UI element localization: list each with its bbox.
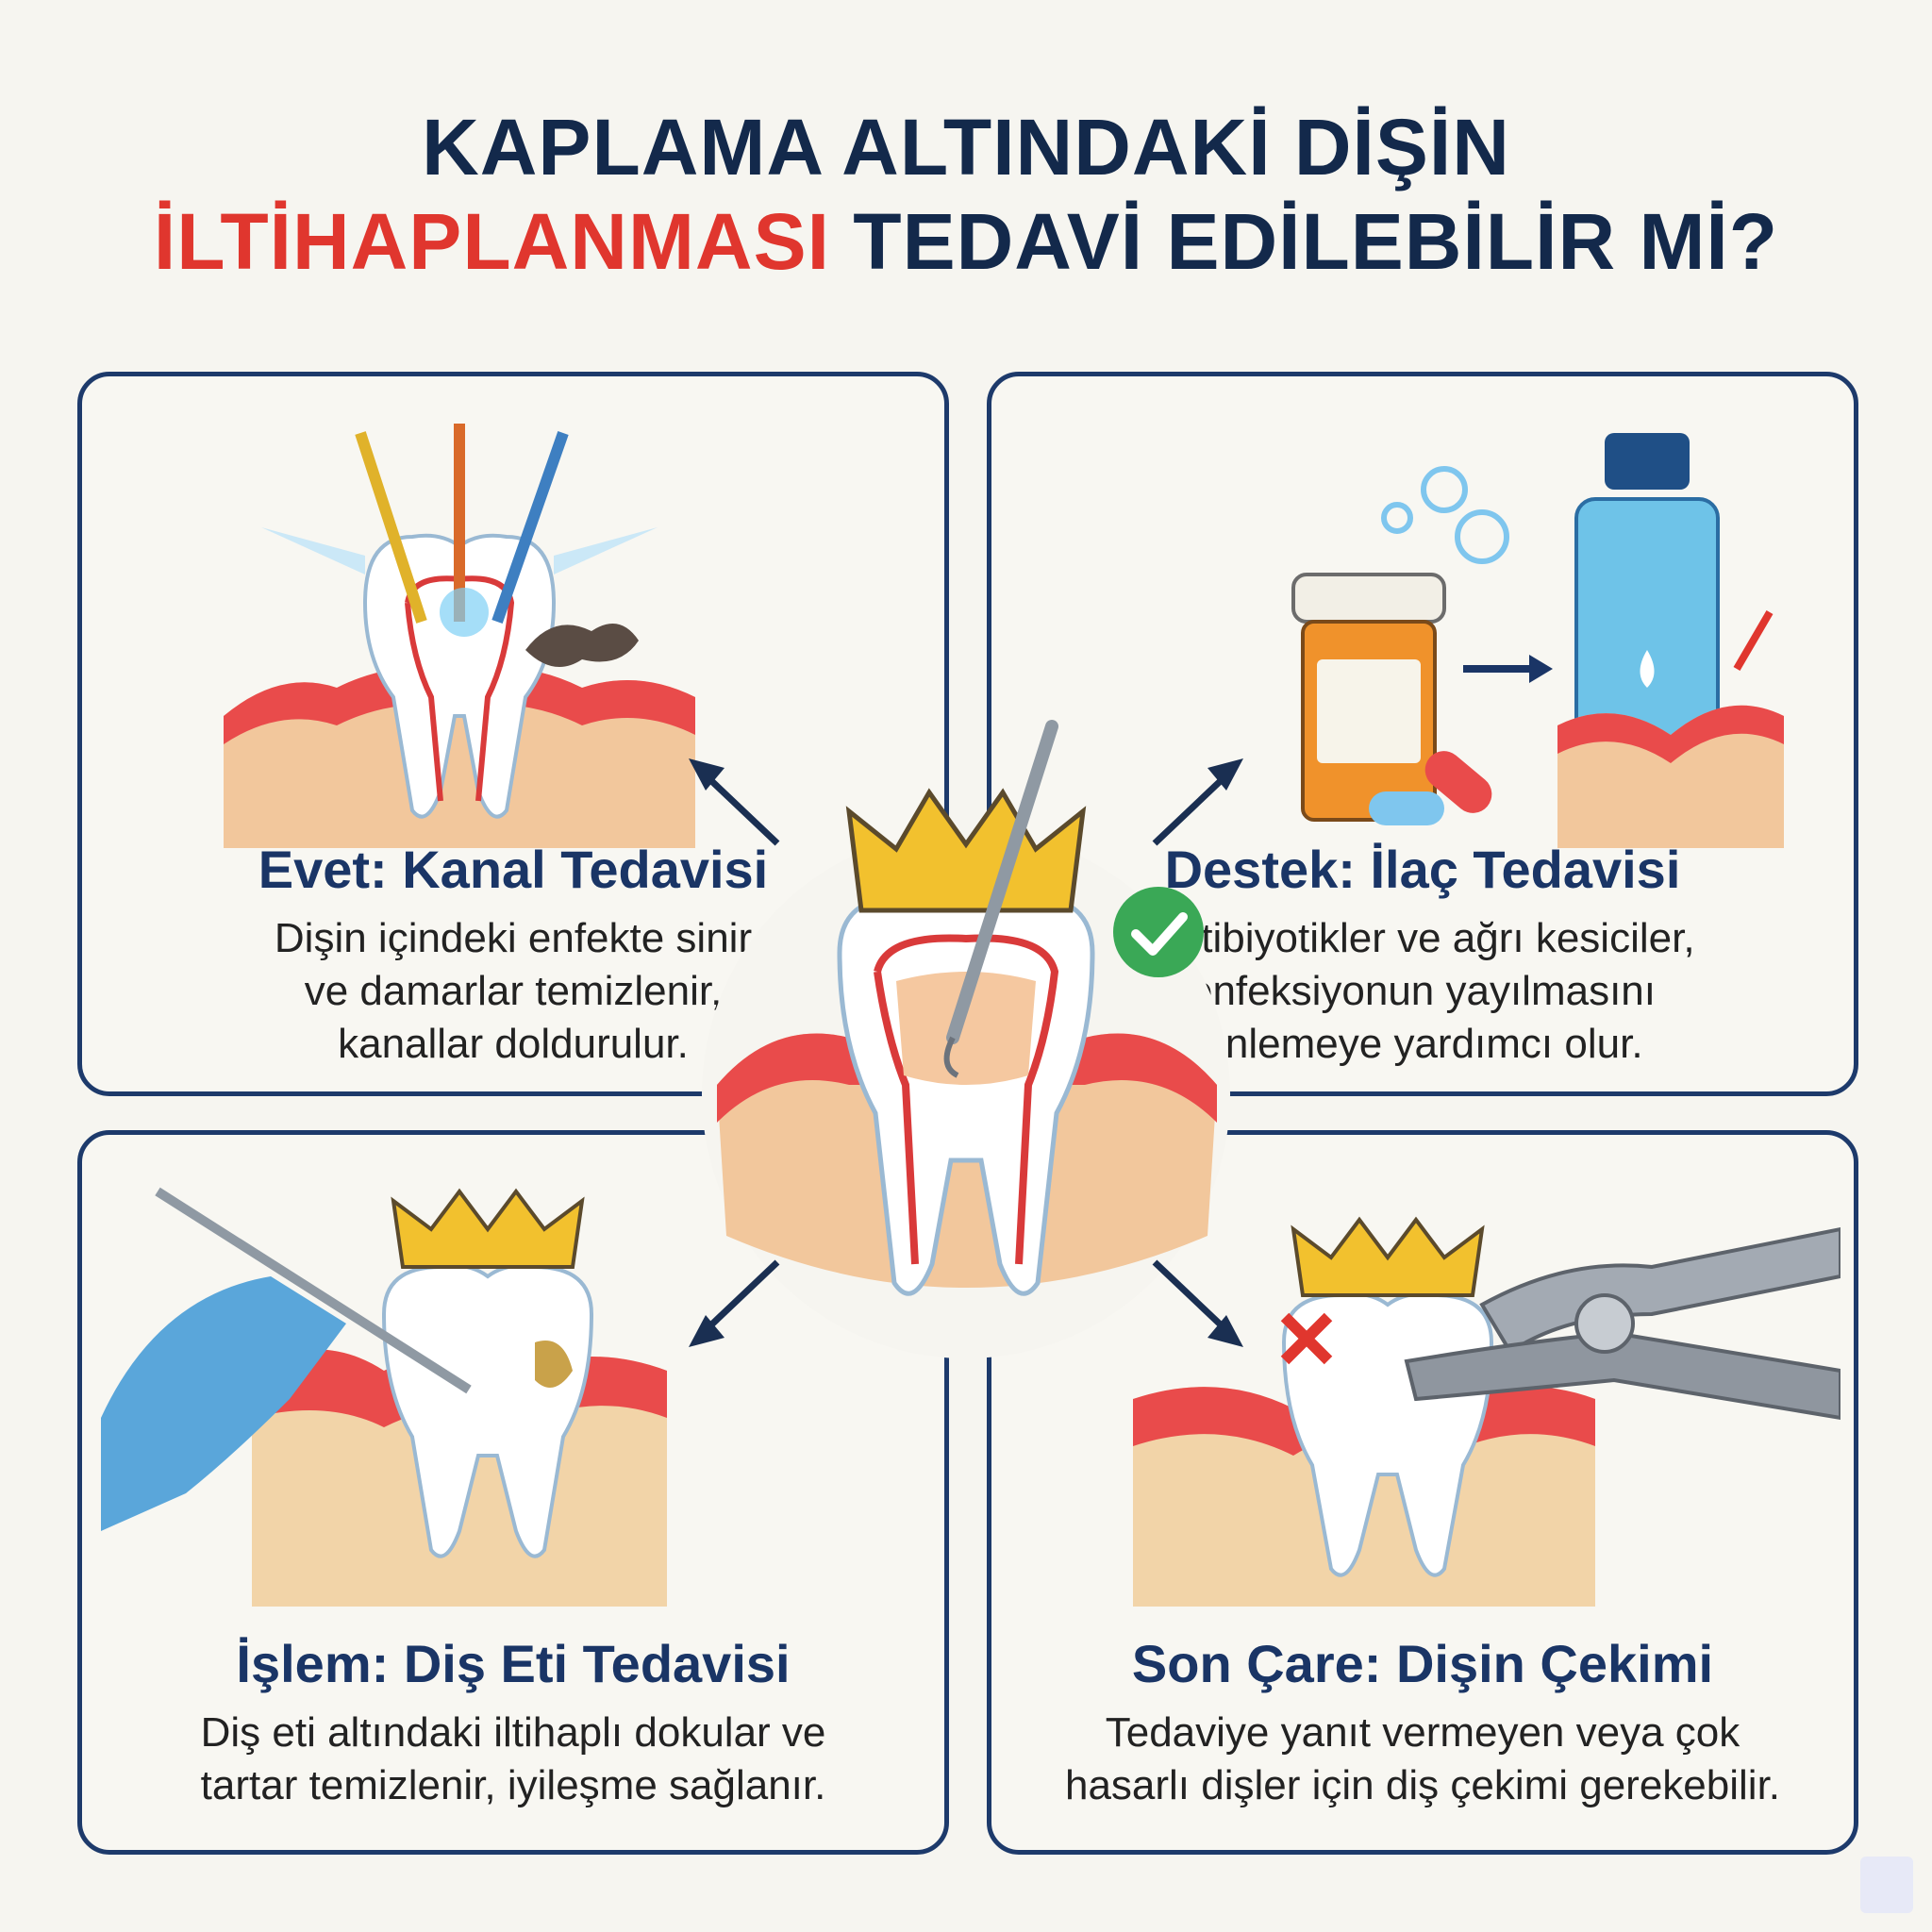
page-title-line-1: KAPLAMA ALTINDAKİ DİŞİN	[422, 103, 1510, 192]
medication-heading: Destek: İlaç Tedavisi	[1164, 840, 1681, 899]
medication-description: Antibiyotikler ve ağrı kesiciler, enfeks…	[991, 912, 1854, 1071]
page-title-line-2: İLTİHAPLANMASI TEDAVİ EDİLEBİLİR Mİ?	[0, 196, 1932, 288]
arrow-to-medication	[1152, 758, 1243, 846]
panel-gum-treatment: İşlem: Diş Eti Tedavisi Diş eti altındak…	[77, 1130, 949, 1855]
root-canal-line-1: Dişin içindeki enfekte sinir	[274, 915, 753, 961]
corner-mark	[1860, 1857, 1913, 1913]
gum-treatment-description: Diş eti altındaki iltihaplı dokular ve t…	[82, 1707, 944, 1812]
gum-treatment-heading: İşlem: Diş Eti Tedavisi	[236, 1634, 791, 1693]
gum-treatment-line-1: Diş eti altındaki iltihaplı dokular ve	[200, 1709, 826, 1756]
root-canal-line-3: kanallar doldurulur.	[338, 1021, 689, 1067]
medication-line-2: enfeksiyonun yayılmasını	[1189, 968, 1657, 1014]
panel-medication: Destek: İlaç Tedavisi Antibiyotikler ve …	[987, 372, 1858, 1096]
arrow-to-root-canal	[689, 758, 780, 846]
medication-line-1: Antibiyotikler ve ağrı kesiciler,	[1150, 915, 1695, 961]
medication-line-3: önlemeye yardımcı olur.	[1202, 1021, 1643, 1067]
center-probe-icon	[943, 720, 1058, 1078]
extraction-line-1: Tedaviye yanıt vermeyen veya çok	[1105, 1709, 1740, 1756]
extraction-line-2: hasarlı dişler için diş çekimi gerekebil…	[1064, 1762, 1781, 1808]
center-crown-icon	[845, 788, 1087, 913]
gum-treatment-illustration	[101, 1187, 667, 1607]
arrow-to-extraction	[1152, 1259, 1243, 1347]
center-tooth-icon	[837, 891, 1095, 1296]
root-canal-description: Dişin içindeki enfekte sinir ve damarlar…	[82, 912, 944, 1071]
panel-root-canal: Evet: Kanal Tedavisi Dişin içindeki enfe…	[77, 372, 949, 1096]
gum-treatment-line-2: tartar temizlenir, iyileşme sağlanır.	[200, 1762, 826, 1808]
red-x-icon	[1280, 1312, 1333, 1365]
arrow-to-gum-treatment	[689, 1259, 780, 1347]
green-check-icon	[1113, 887, 1204, 977]
root-canal-heading: Evet: Kanal Tedavisi	[258, 840, 769, 899]
root-canal-illustration	[224, 424, 695, 848]
title-highlight: İLTİHAPLANMASI	[153, 197, 830, 286]
extraction-heading: Son Çare: Dişin Çekimi	[1131, 1634, 1714, 1693]
medication-illustration	[1291, 433, 1784, 848]
root-canal-line-2: ve damarlar temizlenir,	[304, 968, 723, 1014]
extraction-description: Tedaviye yanıt vermeyen veya çok hasarlı…	[991, 1707, 1854, 1812]
extraction-illustration	[1133, 1216, 1840, 1607]
title-rest: TEDAVİ EDİLEBİLİR Mİ?	[829, 197, 1779, 286]
